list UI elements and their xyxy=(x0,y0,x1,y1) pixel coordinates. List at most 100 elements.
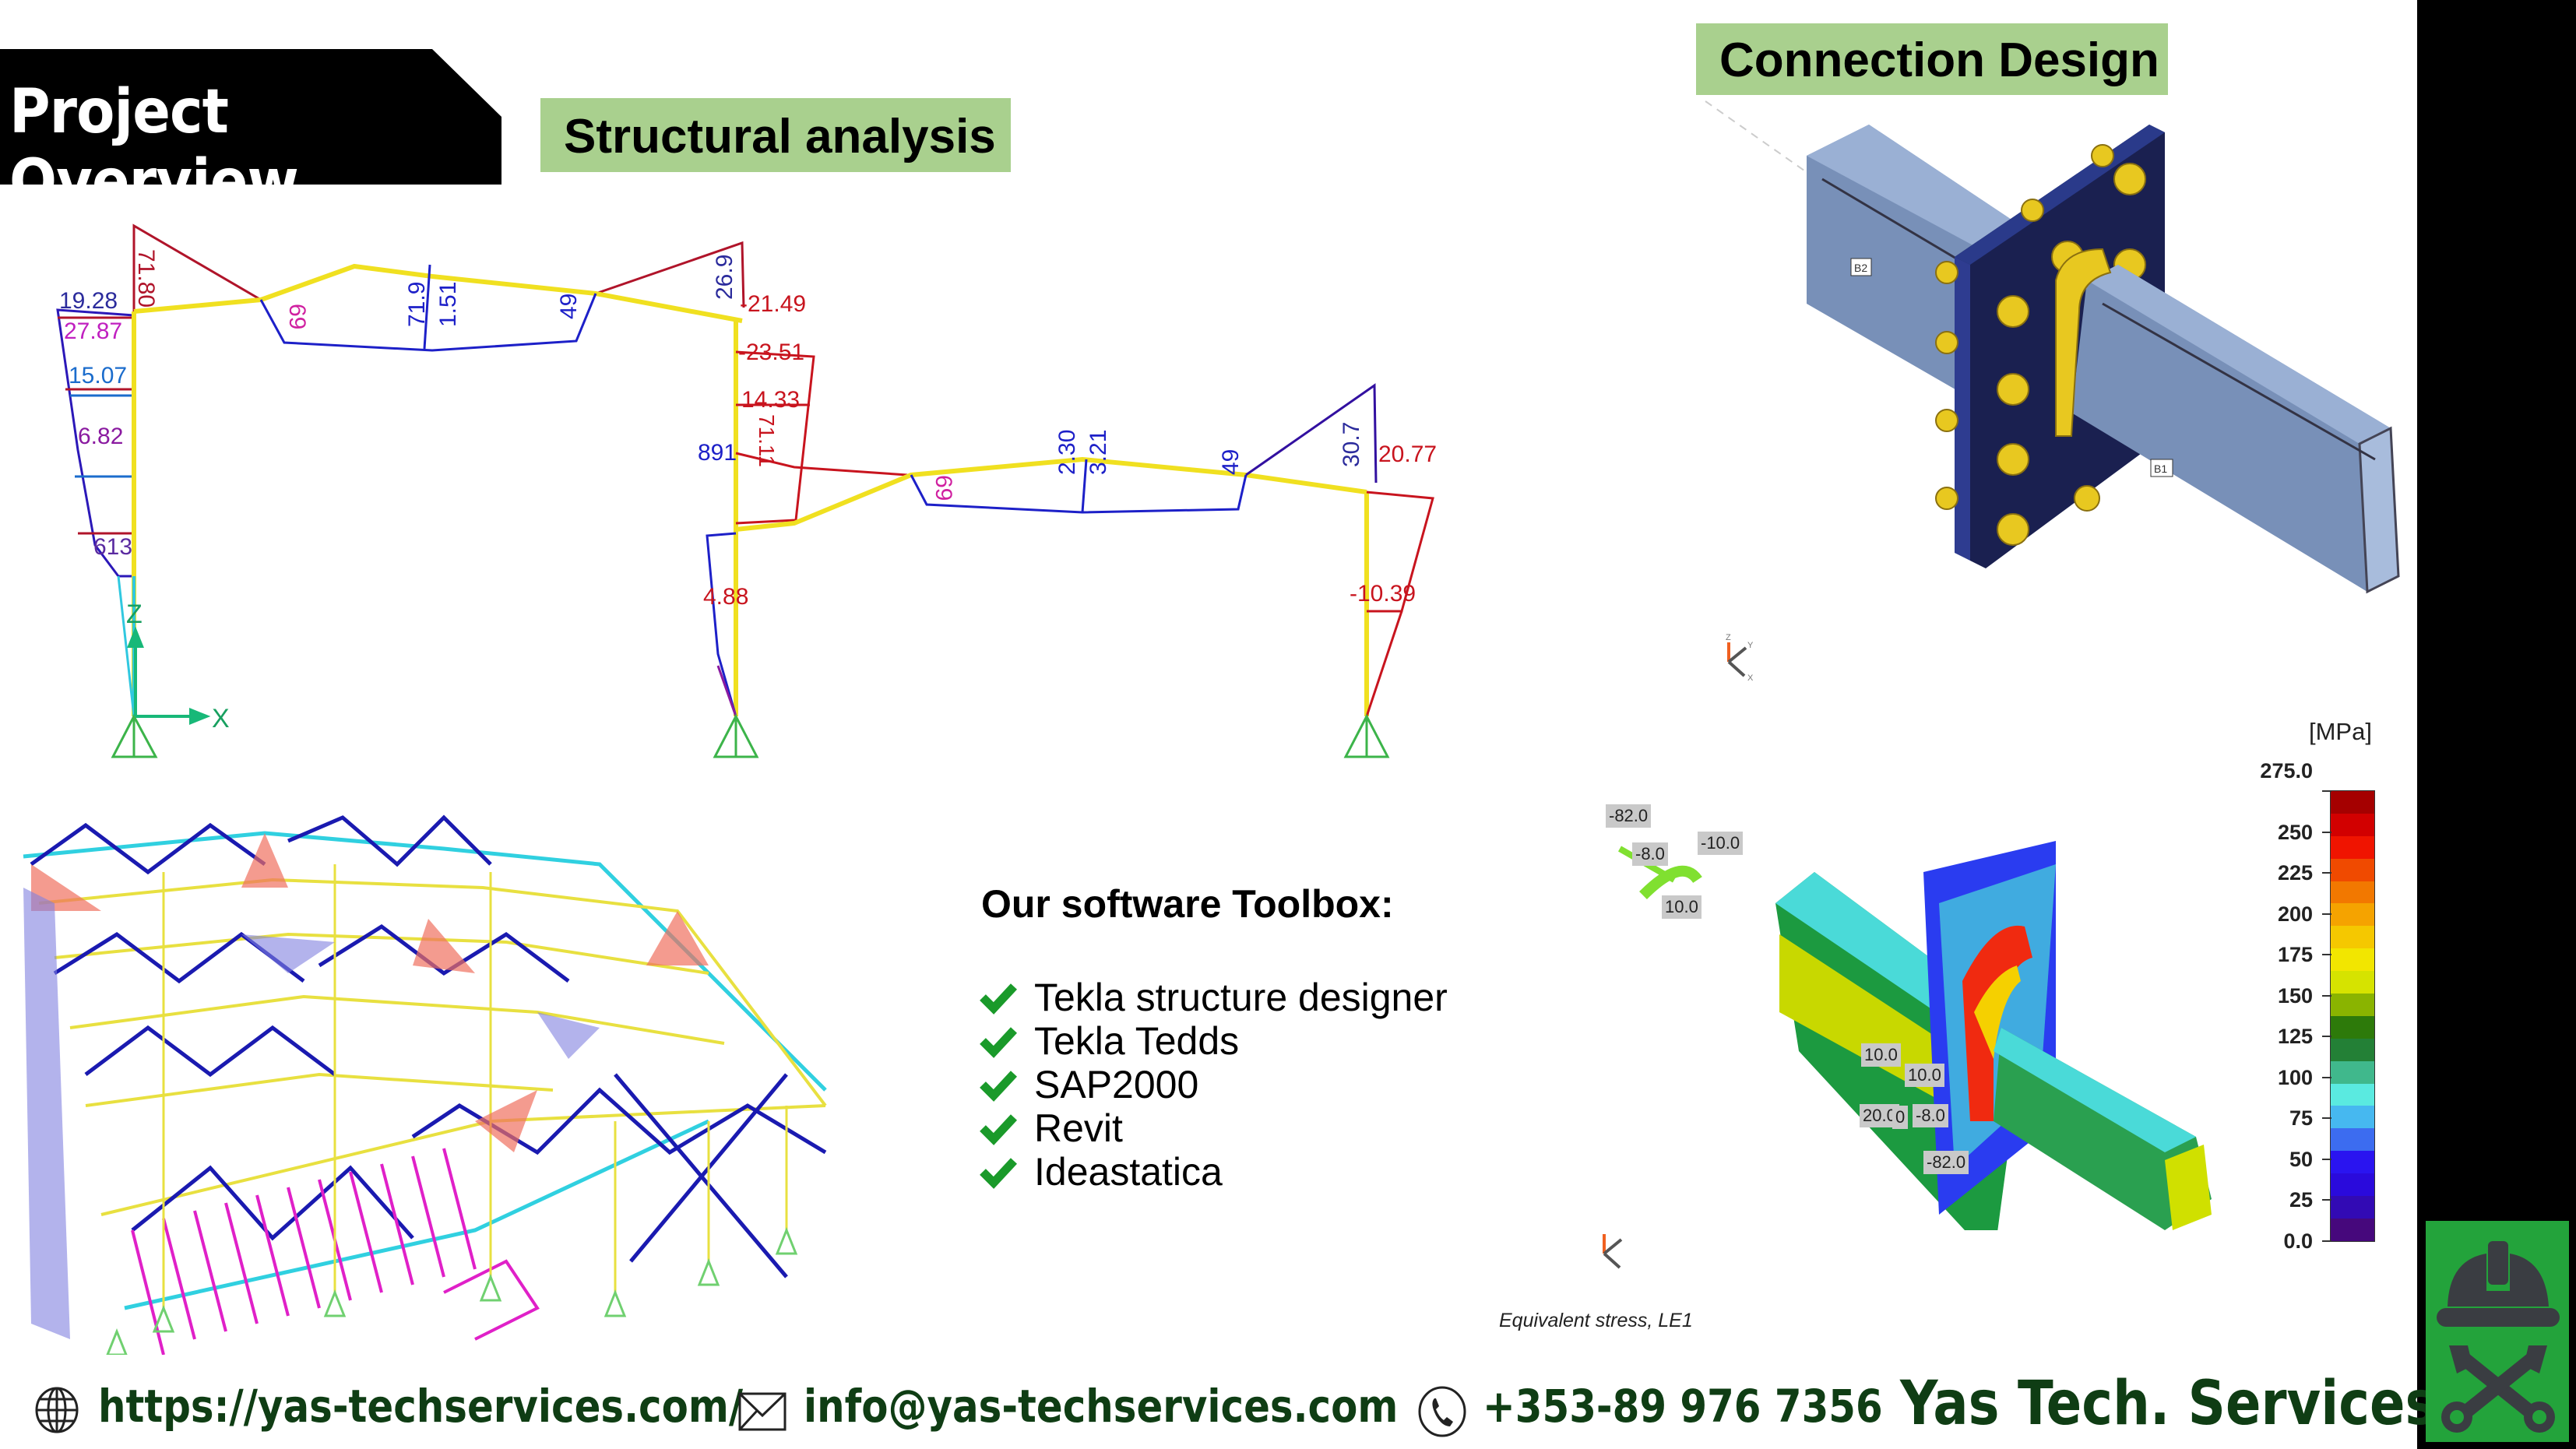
structural-analysis-tag: Structural analysis xyxy=(540,98,1011,172)
color-scale-band xyxy=(2331,1060,2374,1084)
company-logo xyxy=(2426,1221,2569,1442)
color-scale-tick-label: 250 xyxy=(2277,820,2313,844)
left-column-moment xyxy=(56,308,135,578)
color-scale-tick-label: 225 xyxy=(2277,861,2313,885)
right-black-strip xyxy=(2417,0,2576,1449)
moment-label: 71.80 xyxy=(133,249,159,308)
color-scale-band xyxy=(2331,881,2374,904)
color-scale-tick xyxy=(2322,831,2331,833)
color-scale-bar xyxy=(2330,790,2375,1242)
color-scale-tick-label: 100 xyxy=(2277,1065,2313,1089)
phone-number[interactable]: +353-89 976 7356 xyxy=(1483,1380,1883,1433)
load-label: -10.0 xyxy=(1698,832,1744,855)
color-scale-band xyxy=(2331,1128,2374,1152)
color-scale-band xyxy=(2331,926,2374,949)
color-scale-tick xyxy=(2322,1240,2331,1242)
axis-z-label: Z xyxy=(1726,633,1731,642)
moment-label: -23.51 xyxy=(738,339,804,365)
color-scale-tick xyxy=(2322,1117,2331,1120)
connection-design-tag: Connection Design xyxy=(1696,23,2168,95)
color-scale-band xyxy=(2331,971,2374,994)
color-scale-band xyxy=(2331,791,2374,814)
envelope-icon xyxy=(738,1392,787,1431)
structural-analysis-label: Structural analysis xyxy=(564,110,996,164)
color-scale-tick-label: 0.0 xyxy=(2283,1229,2313,1253)
axis-x-label: X xyxy=(1747,674,1754,683)
toolbox-item: Tekla structure designer xyxy=(980,975,1448,1020)
toolbox-item-label: Tekla Tedds xyxy=(1034,1019,1240,1063)
color-scale-band xyxy=(2331,1218,2374,1241)
moment-label: 27.87 xyxy=(64,318,122,344)
color-scale-tick xyxy=(2322,994,2331,997)
color-scale-tick xyxy=(2322,1036,2331,1038)
color-scale-band xyxy=(2331,1083,2374,1106)
color-scale-band xyxy=(2331,1015,2374,1039)
color-scale-tick xyxy=(2322,1199,2331,1201)
color-scale-band xyxy=(2331,1151,2374,1174)
project-overview-banner: Project Overview xyxy=(0,49,501,185)
connection-3d-model: B2 B1 xyxy=(1705,100,2400,594)
load-label: -82.0 xyxy=(1606,804,1652,828)
stress-unit-label: [MPa] xyxy=(2309,718,2372,745)
color-scale-tick-label: 175 xyxy=(2277,943,2313,967)
member-label-b2: B2 xyxy=(1854,262,1867,274)
color-scale-tick xyxy=(2322,790,2331,792)
color-scale-tick-label: 75 xyxy=(2289,1106,2313,1131)
moment-label: 14.33 xyxy=(741,387,800,413)
color-scale-tick xyxy=(2322,1158,2331,1160)
color-scale-tick xyxy=(2322,1076,2331,1078)
stress-caption: Equivalent stress, LE1 xyxy=(1499,1310,1693,1331)
toolbox-item-label: SAP2000 xyxy=(1034,1063,1199,1106)
color-scale-tick-label: 50 xyxy=(2289,1147,2313,1171)
moment-label: 15.07 xyxy=(69,363,127,389)
website-link[interactable]: https://yas-techservices.com/ xyxy=(98,1380,744,1433)
member-label-b1: B1 xyxy=(2154,462,2167,475)
moment-label: -21.49 xyxy=(740,291,806,317)
email-link[interactable]: info@yas-techservices.com xyxy=(804,1380,1399,1433)
brand-name: Yas Tech. Services xyxy=(1900,1369,2437,1439)
moment-label: 20.77 xyxy=(1378,441,1437,467)
load-label: 10.0 xyxy=(1861,1043,1901,1067)
page-title: Project Overview xyxy=(9,77,299,217)
toolbox-title: Our software Toolbox: xyxy=(981,882,1394,926)
color-scale-band xyxy=(2331,835,2374,859)
load-label: -8.0 xyxy=(1632,842,1668,866)
color-scale-tick-label: 275.0 xyxy=(2260,759,2313,783)
moment-label: 71.11 xyxy=(755,414,779,467)
color-scale-tick-label: 25 xyxy=(2289,1188,2313,1212)
color-scale-band xyxy=(2331,858,2374,881)
moment-label: -10.39 xyxy=(1350,581,1416,607)
moment-label: 2.30 xyxy=(1054,430,1080,475)
axis-triad-icon xyxy=(1603,1234,1623,1269)
globe-icon xyxy=(35,1387,79,1433)
3d-structural-model xyxy=(23,814,827,1355)
color-scale-tick-label: 125 xyxy=(2277,1025,2313,1049)
connection-design-label: Connection Design xyxy=(1719,33,2159,87)
check-icon xyxy=(980,1071,1017,1102)
load-label: -82.0 xyxy=(1923,1151,1969,1174)
color-scale-band xyxy=(2331,1038,2374,1061)
color-scale-band xyxy=(2331,1173,2374,1197)
check-icon xyxy=(980,1027,1017,1058)
load-label: -8.0 xyxy=(1913,1104,1948,1127)
toolbox-item: Ideastatica xyxy=(980,1149,1223,1194)
toolbox-item-label: Tekla structure designer xyxy=(1034,976,1448,1019)
axis-x-label: X xyxy=(212,704,230,733)
color-scale-band xyxy=(2331,1196,2374,1219)
toolbox-item-label: Revit xyxy=(1034,1106,1123,1150)
toolbox-item: Tekla Tedds xyxy=(980,1018,1239,1064)
moment-label: 3.21 xyxy=(1086,430,1111,475)
color-scale-tick xyxy=(2322,913,2331,915)
helmet-wrench-icon xyxy=(2437,1241,2560,1433)
frame-moment-diagram: Z X 19.28 27.87 15.07 6.82 613 71.80 69 … xyxy=(56,223,1437,758)
moment-label: 69 xyxy=(284,304,310,329)
color-scale-band xyxy=(2331,903,2374,927)
footer: https://yas-techservices.com/ info@yas-t… xyxy=(0,1369,2436,1448)
moment-label: 1.51 xyxy=(435,282,461,327)
moment-label: 30.7 xyxy=(1339,422,1364,467)
moment-label: 71.9 xyxy=(404,282,430,327)
toolbox-item: SAP2000 xyxy=(980,1062,1198,1107)
stress-contour-plot xyxy=(1618,841,2212,1230)
moment-label: 6.82 xyxy=(78,424,123,449)
